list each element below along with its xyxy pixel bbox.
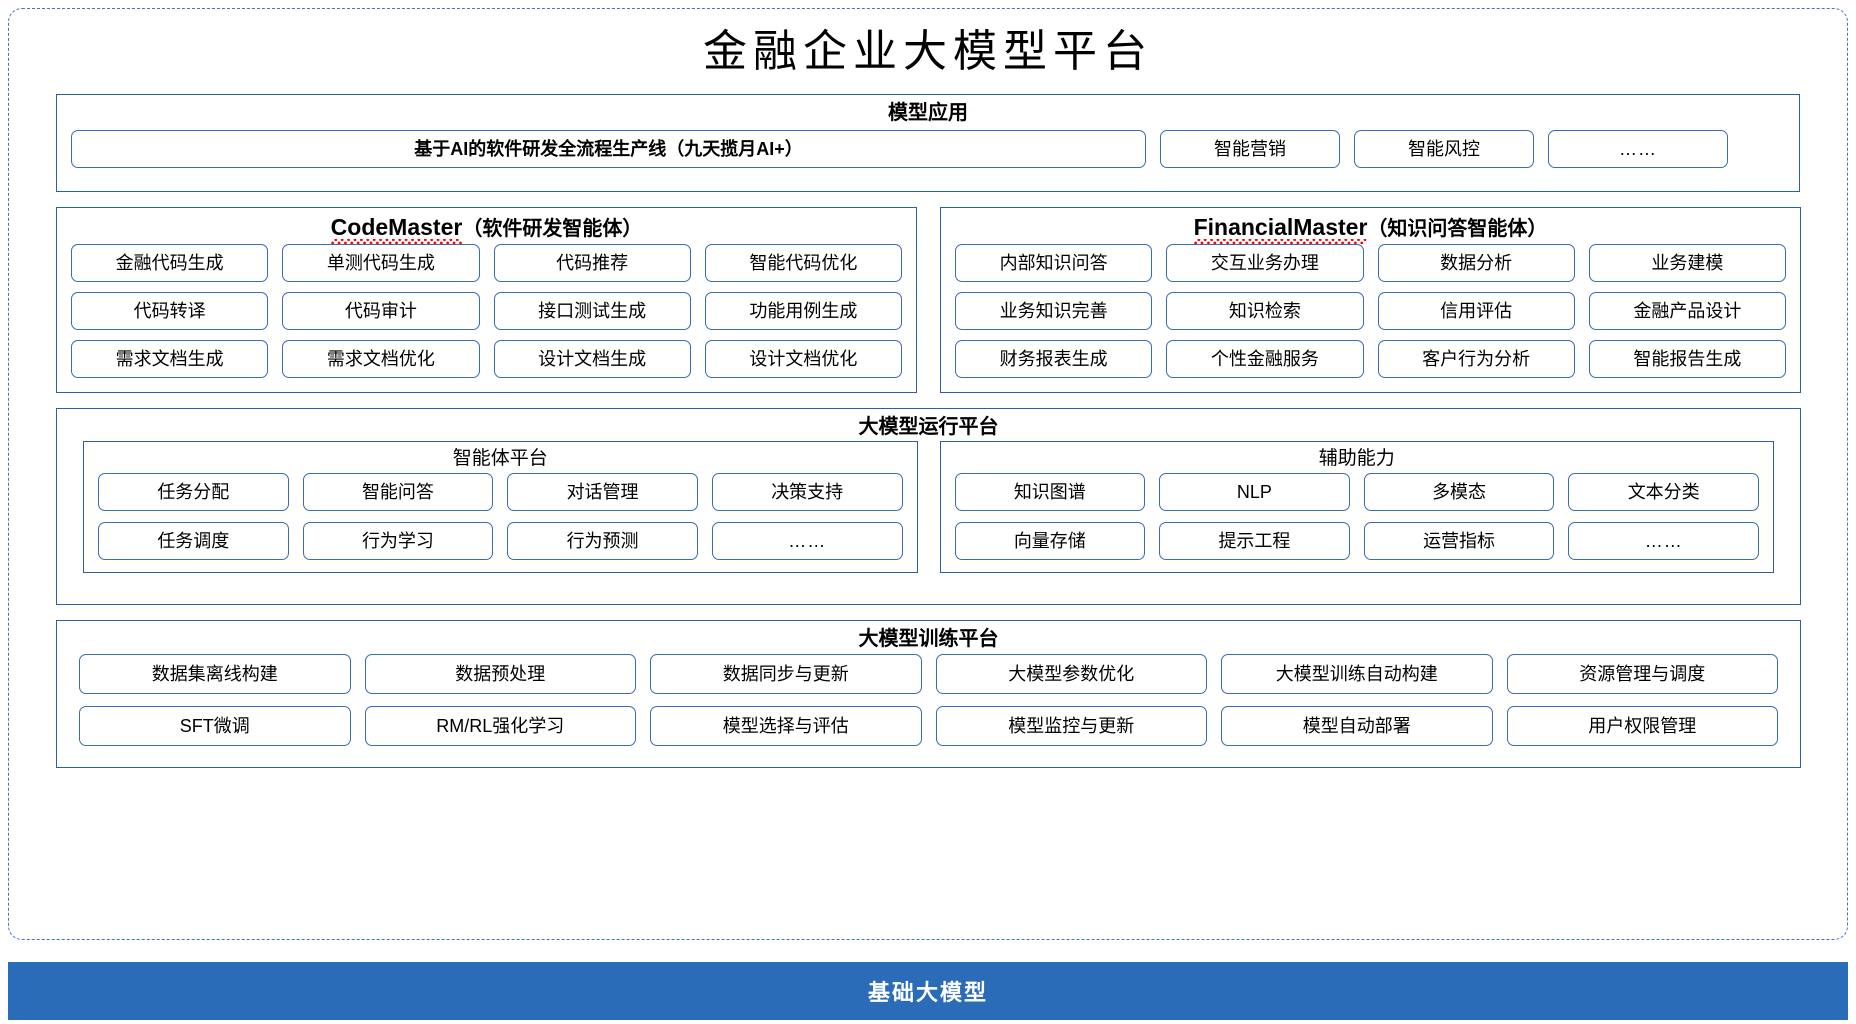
chip-multimodal[interactable]: 多模态	[1363, 472, 1555, 511]
chip-data-analysis[interactable]: 数据分析	[1377, 244, 1575, 283]
chip-sft-finetuning[interactable]: SFT微调	[79, 706, 351, 746]
training-platform-title: 大模型训练平台	[858, 628, 999, 650]
chip-data-preprocessing[interactable]: 数据预处理	[364, 654, 636, 694]
runtime-platform-title: 大模型运行平台	[858, 416, 999, 438]
chip-model-parameter-optimization[interactable]: 大模型参数优化	[935, 654, 1207, 694]
agent-platform-grid: 任务分配 智能问答 对话管理 决策支持 任务调度 行为学习 行为预测 ……	[84, 470, 917, 560]
financialmaster-name: FinancialMaster	[1193, 214, 1368, 245]
chip-vector-storage[interactable]: 向量存储	[954, 521, 1146, 560]
chip-intelligent-qa[interactable]: 智能问答	[302, 472, 494, 511]
chip-credit-assessment[interactable]: 信用评估	[1377, 292, 1575, 331]
chip-financial-statement-generation[interactable]: 财务报表生成	[955, 340, 1153, 379]
codemaster-suffix: （软件研发智能体）	[462, 218, 643, 240]
chip-task-scheduling[interactable]: 任务调度	[98, 521, 289, 560]
financialmaster-panel: FinancialMaster（知识问答智能体） 内部知识问答 交互业务办理 数…	[940, 207, 1801, 393]
foundation-model-bar: 基础大模型	[8, 962, 1848, 1020]
agent-platform-subpanel: 智能体平台 任务分配 智能问答 对话管理 决策支持 任务调度 行为学习 行为预测…	[83, 441, 918, 573]
chip-training-auto-construction[interactable]: 大模型训练自动构建	[1221, 654, 1493, 694]
chip-prompt-engineering[interactable]: 提示工程	[1159, 521, 1350, 560]
runtime-subpanels: 智能体平台 任务分配 智能问答 对话管理 决策支持 任务调度 行为学习 行为预测…	[57, 441, 1800, 573]
auxiliary-capability-row-1: 知识图谱 NLP 多模态 文本分类	[954, 472, 1759, 511]
chip-code-recommendation[interactable]: 代码推荐	[493, 244, 691, 283]
chip-model-selection-evaluation[interactable]: 模型选择与评估	[650, 706, 922, 746]
chip-resource-management-scheduling[interactable]: 资源管理与调度	[1506, 654, 1778, 694]
chip-personalized-financial-service[interactable]: 个性金融服务	[1166, 340, 1364, 379]
training-platform-row-2: SFT微调 RM/RL强化学习 模型选择与评估 模型监控与更新 模型自动部署 用…	[79, 706, 1778, 746]
chip-more-auxiliary[interactable]: ……	[1568, 521, 1759, 560]
chip-smart-risk-control[interactable]: 智能风控	[1354, 130, 1534, 168]
chip-knowledge-retrieval[interactable]: 知识检索	[1166, 292, 1364, 331]
chip-interactive-business-handling[interactable]: 交互业务办理	[1166, 244, 1364, 283]
training-platform-panel: 大模型训练平台 数据集离线构建 数据预处理 数据同步与更新 大模型参数优化 大模…	[56, 620, 1801, 768]
chip-decision-support[interactable]: 决策支持	[711, 472, 903, 511]
auxiliary-capability-subpanel: 辅助能力 知识图谱 NLP 多模态 文本分类 向量存储 提示工程 运营指标 ……	[939, 441, 1774, 573]
chip-interface-test-generation[interactable]: 接口测试生成	[493, 292, 691, 331]
chip-code-audit[interactable]: 代码审计	[282, 292, 480, 331]
chip-ai-software-pipeline[interactable]: 基于AI的软件研发全流程生产线（九天揽月AI+）	[71, 130, 1146, 168]
chip-rm-rl-reinforcement-learning[interactable]: RM/RL强化学习	[364, 706, 636, 746]
chip-model-monitoring-update[interactable]: 模型监控与更新	[935, 706, 1207, 746]
agent-platform-title: 智能体平台	[452, 448, 548, 469]
agent-platform-row-1: 任务分配 智能问答 对话管理 决策支持	[98, 472, 903, 511]
codemaster-capability-grid: 金融代码生成 单测代码生成 代码推荐 智能代码优化 代码转译 代码审计 接口测试…	[57, 240, 916, 379]
chip-requirement-doc-optimization[interactable]: 需求文档优化	[282, 340, 480, 379]
chip-smart-code-optimization[interactable]: 智能代码优化	[704, 244, 902, 283]
training-platform-row-1: 数据集离线构建 数据预处理 数据同步与更新 大模型参数优化 大模型训练自动构建 …	[79, 654, 1778, 694]
model-application-panel: 模型应用 基于AI的软件研发全流程生产线（九天揽月AI+） 智能营销 智能风控 …	[56, 94, 1800, 192]
chip-code-translation[interactable]: 代码转译	[71, 292, 269, 331]
chip-unit-test-code-generation[interactable]: 单测代码生成	[282, 244, 480, 283]
chip-customer-behavior-analysis[interactable]: 客户行为分析	[1377, 340, 1575, 379]
codemaster-row-2: 代码转译 代码审计 接口测试生成 功能用例生成	[71, 292, 902, 331]
chip-dialogue-management[interactable]: 对话管理	[507, 472, 698, 511]
chip-design-doc-optimization[interactable]: 设计文档优化	[704, 340, 902, 379]
model-application-title: 模型应用	[888, 102, 968, 124]
codemaster-row-3: 需求文档生成 需求文档优化 设计文档生成 设计文档优化	[71, 340, 902, 379]
chip-knowledge-graph[interactable]: 知识图谱	[954, 472, 1146, 511]
codemaster-title: CodeMaster（软件研发智能体）	[57, 208, 916, 245]
chip-functional-case-generation[interactable]: 功能用例生成	[704, 292, 902, 331]
chip-behavior-prediction[interactable]: 行为预测	[507, 521, 698, 560]
codemaster-panel: CodeMaster（软件研发智能体） 金融代码生成 单测代码生成 代码推荐 智…	[56, 207, 917, 393]
codemaster-name: CodeMaster	[330, 214, 463, 245]
chip-requirement-doc-generation[interactable]: 需求文档生成	[71, 340, 269, 379]
chip-nlp[interactable]: NLP	[1159, 472, 1350, 511]
auxiliary-capability-grid: 知识图谱 NLP 多模态 文本分类 向量存储 提示工程 运营指标 ……	[941, 470, 1774, 560]
foundation-model-label: 基础大模型	[867, 980, 988, 1005]
financialmaster-capability-grid: 内部知识问答 交互业务办理 数据分析 业务建模 业务知识完善 知识检索 信用评估…	[941, 240, 1800, 379]
chip-business-knowledge-improvement[interactable]: 业务知识完善	[955, 292, 1153, 331]
chip-business-modeling[interactable]: 业务建模	[1588, 244, 1786, 283]
chip-more-applications[interactable]: ……	[1548, 130, 1728, 168]
auxiliary-capability-title: 辅助能力	[1318, 448, 1395, 469]
financialmaster-row-3: 财务报表生成 个性金融服务 客户行为分析 智能报告生成	[955, 340, 1786, 379]
page-title: 金融企业大模型平台	[703, 26, 1153, 77]
financialmaster-row-2: 业务知识完善 知识检索 信用评估 金融产品设计	[955, 292, 1786, 331]
chip-operation-metrics[interactable]: 运营指标	[1363, 521, 1555, 560]
codemaster-row-1: 金融代码生成 单测代码生成 代码推荐 智能代码优化	[71, 244, 902, 283]
model-application-items: 基于AI的软件研发全流程生产线（九天揽月AI+） 智能营销 智能风控 ……	[57, 130, 1799, 168]
training-platform-grid: 数据集离线构建 数据预处理 数据同步与更新 大模型参数优化 大模型训练自动构建 …	[57, 650, 1800, 746]
agent-platform-row-2: 任务调度 行为学习 行为预测 ……	[98, 521, 903, 560]
auxiliary-capability-row-2: 向量存储 提示工程 运营指标 ……	[954, 521, 1759, 560]
chip-text-classification[interactable]: 文本分类	[1568, 472, 1759, 511]
financialmaster-suffix: （知识问答智能体）	[1367, 218, 1548, 240]
runtime-platform-panel: 大模型运行平台 智能体平台 任务分配 智能问答 对话管理 决策支持 任务调度 行…	[56, 408, 1801, 605]
chip-design-doc-generation[interactable]: 设计文档生成	[493, 340, 691, 379]
chip-smart-report-generation[interactable]: 智能报告生成	[1588, 340, 1786, 379]
chip-model-auto-deployment[interactable]: 模型自动部署	[1221, 706, 1493, 746]
chip-user-permission-management[interactable]: 用户权限管理	[1506, 706, 1778, 746]
chip-task-assignment[interactable]: 任务分配	[98, 472, 289, 511]
chip-dataset-offline-construction[interactable]: 数据集离线构建	[79, 654, 351, 694]
chip-smart-marketing[interactable]: 智能营销	[1160, 130, 1340, 168]
chip-financial-code-generation[interactable]: 金融代码生成	[71, 244, 269, 283]
chip-internal-knowledge-qa[interactable]: 内部知识问答	[955, 244, 1153, 283]
chip-behavior-learning[interactable]: 行为学习	[302, 521, 494, 560]
financialmaster-row-1: 内部知识问答 交互业务办理 数据分析 业务建模	[955, 244, 1786, 283]
financialmaster-title: FinancialMaster（知识问答智能体）	[941, 208, 1800, 245]
chip-more-agent-platform[interactable]: ……	[711, 521, 903, 560]
chip-financial-product-design[interactable]: 金融产品设计	[1588, 292, 1786, 331]
chip-data-sync-update[interactable]: 数据同步与更新	[650, 654, 922, 694]
